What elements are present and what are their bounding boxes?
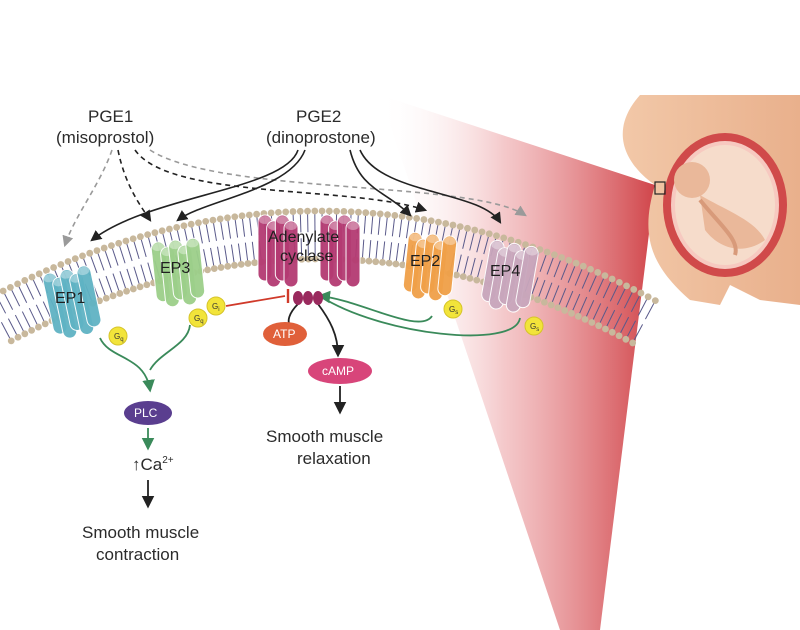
svg-text:Gs: Gs (530, 322, 539, 333)
lipid (547, 256, 573, 309)
lipid (561, 262, 587, 314)
ep1-receptor: EP1 (42, 265, 102, 339)
lipid (602, 282, 630, 333)
lipid (245, 211, 259, 267)
svg-text:PLC: PLC (134, 406, 158, 420)
helix (515, 245, 539, 309)
lipid (581, 272, 609, 323)
lipid (21, 277, 49, 328)
lipid (358, 209, 370, 264)
lipid (379, 211, 391, 266)
helix (437, 235, 458, 297)
lipid (311, 207, 319, 263)
pregnant-uterus-icon (622, 95, 800, 305)
ep4-receptor: EP4 (481, 239, 539, 313)
relaxation-label-2: relaxation (297, 449, 371, 468)
helix (185, 237, 206, 299)
plc-pill: PLC (124, 401, 172, 425)
inhibition-icon (225, 295, 286, 307)
svg-text:Gi: Gi (212, 302, 220, 313)
adenylate-cyclase-label-2: cyclase (280, 248, 333, 265)
ep2-receptor: EP2 (402, 231, 458, 302)
ep4-label: EP4 (490, 263, 520, 280)
lipid (195, 219, 211, 274)
signaling-arrows (99, 289, 521, 509)
lipid (595, 278, 623, 330)
lipid (86, 249, 110, 302)
g-protein-ep4: Gs (524, 316, 544, 336)
lipid (296, 207, 306, 263)
lipid (14, 280, 42, 331)
ligand-arrows (62, 149, 527, 248)
lipid (473, 230, 493, 284)
g-protein-ep2: Gs (443, 299, 463, 319)
lipid (6, 283, 36, 334)
lipid (459, 226, 479, 281)
pge1-label: PGE1 (88, 107, 133, 126)
lipid (574, 269, 602, 320)
svg-text:Gq: Gq (194, 314, 204, 325)
pge2-sublabel: (dinoprostone) (266, 128, 376, 147)
g-protein-ep3-q: Gq (188, 308, 208, 328)
adenylate-cyclase-label-1: Adenylate (268, 229, 339, 246)
ep1-label: EP1 (55, 290, 85, 307)
adenylate-cyclase-catalytic-site (293, 291, 323, 305)
lipid (365, 209, 377, 265)
atp-pill: ATP (263, 322, 307, 346)
lipid (224, 214, 238, 269)
helix (283, 220, 299, 288)
lipid (615, 289, 645, 340)
lipid (540, 254, 566, 306)
lipid (608, 286, 638, 336)
svg-text:ATP: ATP (273, 327, 295, 341)
lipid (568, 265, 594, 317)
lipid (93, 247, 117, 300)
helix (76, 265, 102, 328)
helix (345, 220, 361, 288)
svg-text:cAMP: cAMP (322, 364, 354, 378)
lipid (0, 322, 15, 345)
lipid (385, 212, 399, 267)
lipid (453, 224, 471, 279)
svg-text:Gs: Gs (449, 305, 458, 316)
svg-text:Gq: Gq (114, 332, 124, 343)
lipid (122, 237, 144, 291)
ep3-label: EP3 (160, 260, 190, 277)
contraction-label-1: Smooth muscle (82, 523, 199, 542)
lipid (0, 287, 29, 338)
pge1-sublabel: (misoprostol) (56, 128, 154, 147)
lipid (100, 244, 124, 297)
lipid (231, 213, 245, 268)
lipid (129, 235, 151, 289)
g-protein-ep3-i: Gi (206, 296, 226, 316)
ep3-receptor: EP3 (150, 237, 206, 308)
lipid (554, 259, 580, 312)
lipid (622, 293, 652, 343)
lipid (216, 215, 232, 270)
lipid (108, 242, 130, 295)
lipid (0, 301, 22, 341)
lipid (534, 251, 558, 304)
lipid (588, 275, 616, 326)
uterus-glow (380, 95, 655, 630)
ep2-label: EP2 (410, 253, 440, 270)
lipid (137, 233, 157, 287)
lipid (629, 297, 659, 347)
calcium-label: ↑Ca2+ (132, 455, 174, 474)
contraction-label-2: contraction (96, 545, 179, 564)
lipid (372, 210, 384, 266)
camp-pill: cAMP (308, 358, 372, 384)
lipid (304, 207, 312, 263)
lipid (466, 228, 486, 282)
lipid (115, 239, 137, 293)
adenylate-cyclase: Adenylate cyclase (257, 214, 361, 288)
lipid (238, 212, 252, 267)
lipid (209, 216, 225, 271)
g-protein-ep1: Gq (108, 326, 128, 346)
pge2-label: PGE2 (296, 107, 341, 126)
relaxation-label-1: Smooth muscle (266, 427, 383, 446)
lipid (202, 217, 218, 273)
